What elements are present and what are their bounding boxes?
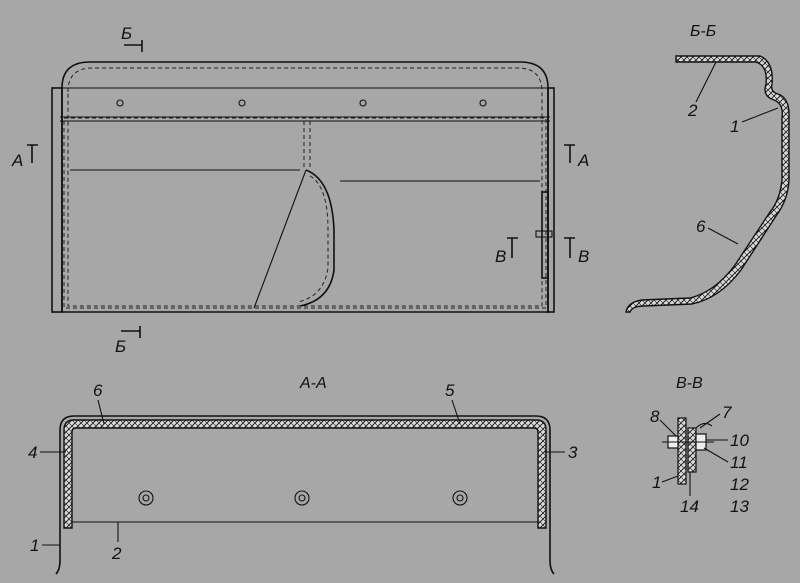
- mark-a-left-arrow: [27, 144, 38, 163]
- callout-vv-1: 1: [652, 473, 661, 492]
- section-aa-title: А-А: [299, 375, 327, 392]
- mark-v-left-arrow: [507, 237, 518, 258]
- diagonal-line: [253, 169, 307, 309]
- leader-vv-7: [699, 413, 721, 429]
- leader-aa-6: [97, 399, 105, 425]
- latch-bolt: [535, 230, 553, 238]
- vv-plate-right: [687, 427, 697, 473]
- leader-bb-6: [707, 227, 739, 245]
- section-bb-title: Б-Б: [690, 23, 716, 40]
- mark-v-right: В: [578, 247, 589, 266]
- section-vv: В-В 8 7 10 11 1 12 14 13: [650, 375, 749, 516]
- callout-vv-10: 10: [730, 431, 749, 450]
- callout-aa-4: 4: [28, 443, 37, 462]
- main-left-flap: [51, 87, 63, 313]
- rivet: [479, 99, 487, 107]
- mark-b-bottom-arrow: [121, 326, 141, 338]
- callout-aa-1: 1: [30, 536, 39, 555]
- mark-v-left: В: [495, 247, 506, 266]
- leader-vv-11: [703, 447, 729, 463]
- callout-aa-5: 5: [445, 381, 455, 400]
- leader-aa-5: [451, 399, 461, 425]
- leader-vv-1: [661, 475, 679, 483]
- callout-aa-3: 3: [568, 443, 578, 462]
- leader-vv-8: [659, 419, 677, 437]
- leader-bb-2: [695, 61, 717, 103]
- mark-v-right-arrow: [564, 237, 575, 258]
- section-aa-outer-sheet: [55, 415, 555, 575]
- washer: [452, 490, 468, 506]
- washer: [138, 490, 154, 506]
- vv-plate-left: [677, 417, 687, 485]
- main-right-flap: [547, 87, 555, 313]
- fold-curve: [299, 169, 335, 307]
- callout-vv-12: 12: [730, 475, 749, 494]
- mark-b-top-arrow: [124, 40, 143, 52]
- callout-bb-2: 2: [687, 101, 698, 120]
- leader-bb-1: [741, 107, 779, 123]
- mark-a-left: А: [11, 151, 23, 170]
- washer-hole: [298, 494, 306, 502]
- main-outer-outline: [61, 61, 549, 313]
- section-bb: Б-Б 2 1 6: [625, 23, 790, 313]
- section-vv-title: В-В: [676, 375, 703, 392]
- section-bb-profile: [625, 55, 790, 313]
- mark-a-right: А: [577, 151, 589, 170]
- main-view: Б Б А А В В: [11, 24, 589, 356]
- washer-hole: [142, 494, 150, 502]
- callout-bb-6: 6: [696, 217, 706, 236]
- rivet: [359, 99, 367, 107]
- section-aa: А-А 6 5 4 3 1 2: [28, 375, 578, 575]
- callout-aa-6: 6: [93, 381, 103, 400]
- mark-b-bottom: Б: [115, 337, 126, 356]
- main-inner-dashed: [67, 67, 543, 307]
- callout-aa-2: 2: [111, 544, 122, 563]
- vv-clip: [695, 422, 713, 429]
- callout-vv-11: 11: [730, 453, 748, 472]
- callout-vv-14: 14: [680, 497, 699, 516]
- section-aa-insulation: [63, 419, 547, 529]
- washer-hole: [456, 494, 464, 502]
- rivet: [238, 99, 246, 107]
- callout-vv-7: 7: [722, 403, 732, 422]
- callout-vv-13: 13: [730, 497, 749, 516]
- main-lower-dashed: [63, 117, 547, 309]
- mark-a-right-arrow: [564, 144, 575, 163]
- washer: [294, 490, 310, 506]
- callout-bb-1: 1: [730, 117, 739, 136]
- callout-vv-8: 8: [650, 407, 660, 426]
- latch-plate: [541, 191, 549, 279]
- mark-b-top: Б: [121, 24, 132, 43]
- rivet: [116, 99, 124, 107]
- fold-curve-dashed: [297, 175, 329, 303]
